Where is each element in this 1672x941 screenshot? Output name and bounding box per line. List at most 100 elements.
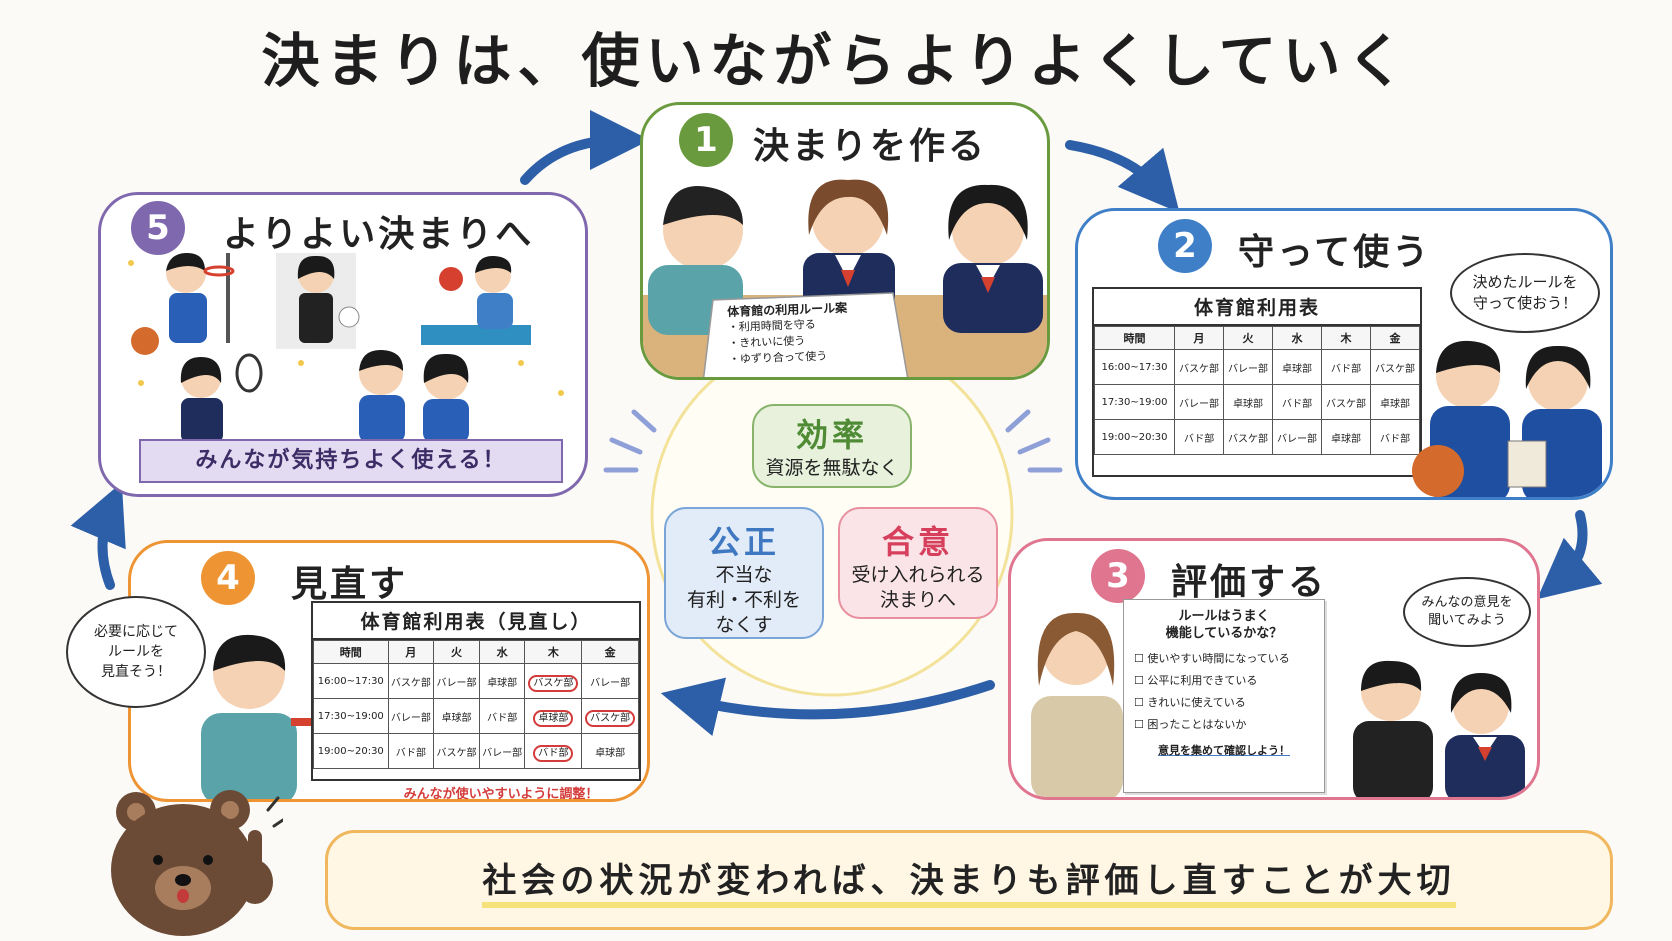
value-agreement-title: 合意 [881,523,954,561]
step-5-title: よりよい決まりへ [223,214,535,255]
checkbox-icon: ☐ [1134,652,1148,665]
table-cell: バレー部 [581,663,639,699]
adjustment-note: みんなが使いやすいように調整！ [403,787,599,802]
step-3-card: 3 評価する ルールはうまく 機能しているかな？ ☐ 使いやすい時間になっている… [1008,538,1540,800]
step-1-badge: 1 [679,113,733,167]
table-cell: 16:00~17:30 [1093,349,1176,385]
table-cell: バスケ部 [387,663,435,699]
changed-cell: 卓球部 [533,709,574,727]
table-cell: バスケ部 [1174,349,1225,385]
table-cell: バスケ部 [524,663,583,699]
arrow-3-to-4 [660,677,995,737]
bear-mascot-icon [111,790,283,936]
revised-table-title: 体育館利用表（見直し） [313,603,639,640]
table-cell: バレー部 [1174,384,1225,420]
meeting-illustration [643,179,1047,377]
student-pointing-illustration [201,634,311,799]
table-cell: バレー部 [433,663,480,699]
table-header: 水 [1272,326,1323,350]
changed-cell: バスケ部 [585,709,636,727]
evaluation-checklist: ルールはうまく 機能しているかな？ ☐ 使いやすい時間になっている ☐ 公平に利… [1123,599,1325,793]
table-cell: バスケ部 [581,698,639,734]
step-1-card: 1 決まりを作る 体育館の利用ルール案 ・利用時間を守る ・きれいに使う ・ゆず… [640,102,1050,380]
step-4-card: 4 見直す 体育館利用表（見直し） 時間 月 火 水 木 金 16:00~17:… [128,540,650,802]
teacher-illustration [1031,612,1123,797]
table-header: 月 [1174,326,1225,350]
table-header: 時間 [313,640,389,664]
table-cell: 19:00~20:30 [313,733,389,769]
checklist-item: ☐ 使いやすい時間になっている [1134,652,1290,665]
step-5-card: 5 よりよい決まりへ みんなが気持ちよく使える！ [98,192,588,497]
arrow-1-to-2 [1065,140,1180,213]
step-4-badge: 4 [201,551,255,605]
table-cell: 17:30~19:00 [1093,384,1176,420]
table-header: 金 [581,640,639,664]
table-cell: バスケ部 [1223,419,1274,455]
step-3-speech-bubble: みんなの意見を 聞いてみよう [1403,577,1531,647]
step-5-badge: 5 [131,201,185,255]
table-header: 木 [524,640,583,664]
table-cell: バド部 [1321,349,1371,385]
table-cell: バド部 [1272,384,1323,420]
table-cell: 卓球部 [1223,384,1274,420]
table-header: 時間 [1093,326,1176,350]
step-4-title: 見直す [291,564,409,605]
step-2-speech-bubble: 決めたルールを 守って使おう！ [1450,253,1600,333]
arrow-2-to-3 [1536,510,1603,600]
table-cell: バド部 [1174,419,1225,455]
footer-message-box: 社会の状況が変われば、決まりも評価し直すことが大切 [325,830,1613,930]
table-header: 月 [387,640,435,664]
table-cell: バレー部 [387,698,435,734]
table-cell: バレー部 [1272,419,1323,455]
table-cell: 19:00~20:30 [1093,419,1176,455]
table-cell: バレー部 [1223,349,1274,385]
value-efficiency-title: 効率 [795,416,868,454]
step-3-title: 評価する [1171,562,1328,603]
table-header: 火 [433,640,480,664]
changed-cell: バスケ部 [528,674,579,692]
table-cell: 卓球部 [581,733,639,769]
sports-illustration [128,253,564,443]
value-fairness: 公正 不当な 有利・不利を なくす [664,507,824,639]
usage-table-title: 体育館利用表 [1094,289,1420,326]
table-header: 水 [478,640,526,664]
table-cell: 卓球部 [1321,419,1371,455]
table-cell: 卓球部 [1272,349,1323,385]
table-cell: バスケ部 [1321,384,1371,420]
table-header: 火 [1223,326,1274,350]
arrow-4-to-5 [70,482,126,590]
step-4-speech-bubble: 必要に応じて ルールを 見直そう！ [66,596,206,708]
step-2-title: 守って使う [1238,232,1432,273]
step-5-banner: みんなが気持ちよく使える！ [139,439,563,483]
step-3-badge: 3 [1091,549,1145,603]
table-cell: バスケ部 [433,733,480,769]
table-header: 金 [1370,326,1420,350]
table-cell: 卓球部 [478,663,526,699]
table-cell: 卓球部 [433,698,480,734]
table-cell: 卓球部 [524,698,583,734]
table-header: 木 [1321,326,1371,350]
value-fairness-title: 公正 [707,523,780,561]
rule-draft-paper: 体育館の利用ルール案 ・利用時間を守る ・きれいに使う ・ゆずり合って使う [727,298,899,368]
footer-message: 社会の状況が変われば、決まりも評価し直すことが大切 [482,853,1456,908]
students-illustration [1353,660,1525,797]
table-cell: バド部 [387,733,435,769]
checklist-title: ルールはうまく 機能しているかな？ [1165,609,1283,641]
table-cell: 16:00~17:30 [313,663,389,699]
step-2-badge: 2 [1158,219,1212,273]
table-cell: 17:30~19:00 [313,698,389,734]
table-cell: バド部 [478,698,526,734]
checkbox-icon: ☐ [1134,674,1148,687]
value-efficiency-desc: 資源を無駄なく [765,457,899,479]
step-1-title: 決まりを作る [753,126,988,167]
value-agreement: 合意 受け入れられる 決まりへ [838,507,998,619]
students-illustration [1412,340,1602,497]
value-efficiency: 効率 資源を無駄なく [752,404,912,488]
table-cell: バド部 [524,733,583,769]
